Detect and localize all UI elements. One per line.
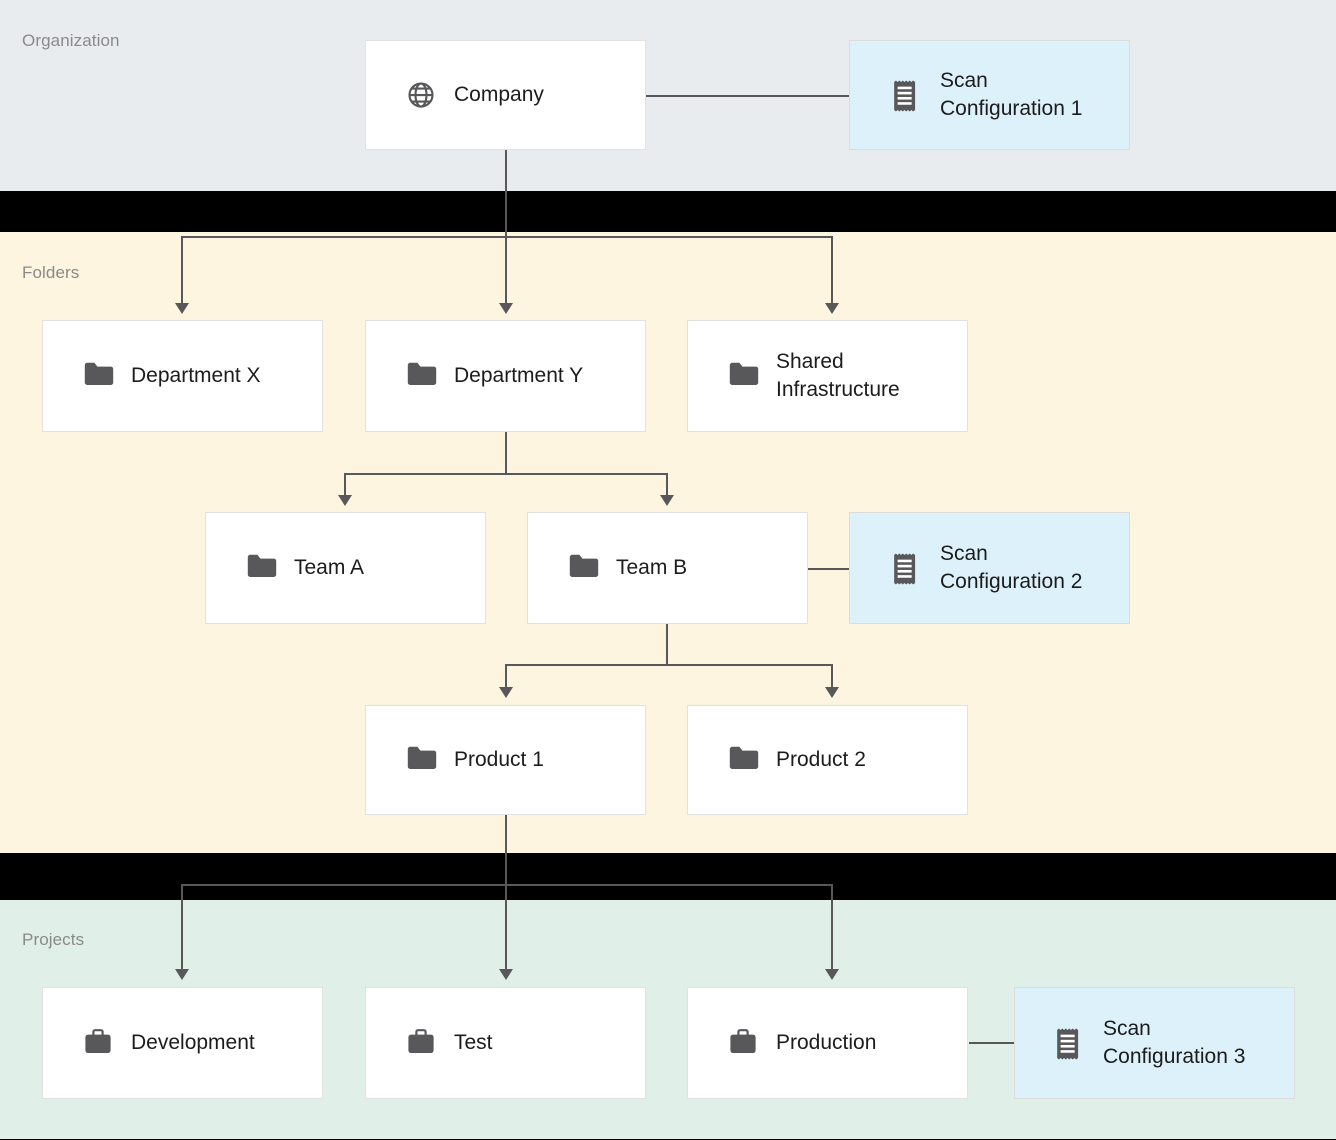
node-department-x[interactable]: Department X [42,320,323,432]
folder-icon [728,745,759,775]
node-label-scan-configuration-1: Scan Configuration 1 [940,69,1083,120]
edge-team-b-bus [505,664,831,666]
edge-product-1-to-test [505,884,507,970]
edge-product-1-stem [505,813,507,885]
arrowhead-product-1 [499,687,513,698]
node-label-scan-configuration-3: Scan Configuration 3 [1103,1017,1246,1068]
node-label-development: Development [131,1031,255,1055]
node-scan-configuration-2[interactable]: Scan Configuration 2 [849,512,1130,624]
node-label-production: Production [776,1031,877,1055]
node-product-1[interactable]: Product 1 [365,705,646,815]
node-production[interactable]: Production [687,987,968,1099]
edge-product-1-to-production [831,884,833,970]
briefcase-icon [728,1028,758,1058]
band-label-folders: Folders [22,263,80,282]
receipt-icon [890,80,920,112]
edge-department-y-stem [505,430,507,474]
node-scan-configuration-1[interactable]: Scan Configuration 1 [849,40,1130,150]
node-company[interactable]: Company [365,40,646,150]
band-label-projects: Projects [22,930,85,949]
node-label-team-a: Team A [294,556,365,580]
node-product-2[interactable]: Product 2 [687,705,968,815]
arrowhead-team-b [660,495,674,506]
node-label-company: Company [454,83,544,107]
edge-team-b-stem [666,621,668,665]
arrowhead-department-y [499,303,513,314]
folder-icon [568,553,599,583]
node-team-b[interactable]: Team B [527,512,808,624]
node-label-shared-infrastructure: Shared Infrastructure [776,350,900,401]
edge-company-bus [181,236,833,238]
arrowhead-test [499,969,513,980]
node-shared-infrastructure[interactable]: Shared Infrastructure [687,320,968,432]
edge-company-to-department-y [505,236,507,304]
node-label-scan-configuration-2: Scan Configuration 2 [940,542,1083,593]
node-label-team-b: Team B [616,556,688,580]
briefcase-icon [83,1028,113,1058]
folder-icon [406,361,437,391]
band-label-organization: Organization [22,31,120,50]
edge-team-b-to-product-2 [831,664,833,688]
arrowhead-product-2 [825,687,839,698]
edge-production-to-scan-config-3 [969,1042,1015,1044]
node-development[interactable]: Development [42,987,323,1099]
node-label-test: Test [454,1031,493,1055]
folder-icon [83,361,114,391]
edge-department-y-to-team-b [666,473,668,496]
briefcase-icon [406,1028,436,1058]
edge-company-stem [505,148,507,236]
folder-icon [246,553,277,583]
globe-icon [406,80,436,110]
node-test[interactable]: Test [365,987,646,1099]
arrowhead-shared-infra [825,303,839,314]
node-label-department-y: Department Y [454,364,584,388]
folder-icon [406,745,437,775]
node-team-a[interactable]: Team A [205,512,486,624]
edge-company-to-department-x [181,236,183,304]
edge-company-to-shared-infra [831,236,833,304]
edge-product-1-to-development [181,884,183,970]
node-label-product-2: Product 2 [776,748,866,772]
node-department-y[interactable]: Department Y [365,320,646,432]
edge-department-y-bus [344,473,668,475]
edge-team-b-to-scan-config-2 [808,568,850,570]
node-scan-configuration-3[interactable]: Scan Configuration 3 [1014,987,1295,1099]
arrowhead-department-x [175,303,189,314]
edge-department-y-to-team-a [344,473,346,496]
node-label-product-1: Product 1 [454,748,544,772]
edge-company-to-scan-config-1 [646,95,850,97]
folder-icon [728,361,759,391]
arrowhead-development [175,969,189,980]
edge-team-b-to-product-1 [505,664,507,688]
node-label-department-x: Department X [131,364,261,388]
arrowhead-team-a [338,495,352,506]
edge-product-1-bus [181,884,833,886]
arrowhead-production [825,969,839,980]
receipt-icon [890,553,920,585]
receipt-icon [1053,1028,1083,1060]
